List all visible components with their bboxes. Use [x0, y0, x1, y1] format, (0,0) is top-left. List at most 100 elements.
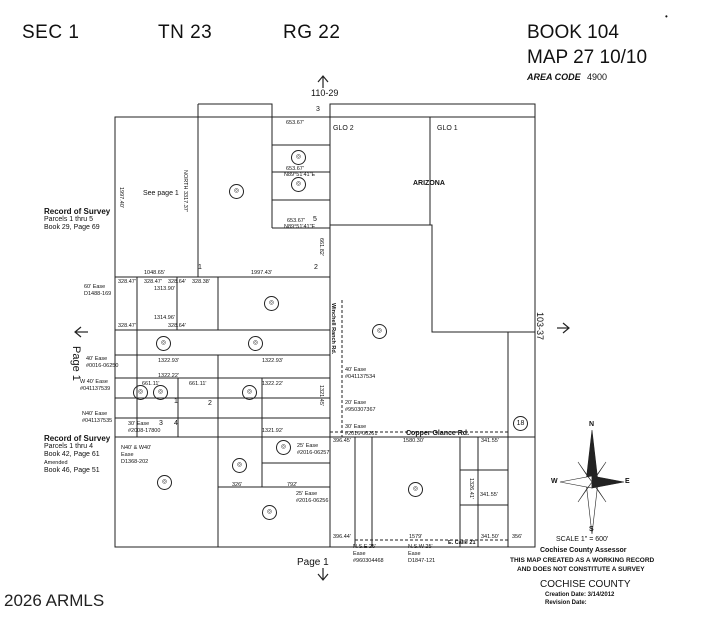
corner-mark: • — [665, 12, 668, 21]
survey-line: Book 46, Page 51 — [44, 467, 100, 474]
parcel-number: 2 — [314, 264, 318, 271]
winchell-road-label: Winchell Ranch Rd. — [330, 303, 336, 355]
north-dimension-label: NORTH 3317.37' — [182, 170, 188, 212]
survey-title: Record of Survey — [44, 207, 111, 216]
dimension-label: 661.11' — [189, 381, 207, 387]
dimension-label: 1322.22' — [158, 373, 179, 379]
area-code-value: 4900 — [587, 72, 608, 82]
parcel-marker[interactable]: ◎ — [372, 324, 387, 339]
dimension-label: 1997.40' — [118, 187, 124, 208]
dimension-label: 341.55' — [480, 492, 498, 498]
dimension-label: 328.47' — [144, 279, 162, 285]
west-neighbor-label[interactable]: Page 1 — [70, 346, 82, 381]
dimension-label: 792' — [287, 482, 298, 488]
parcel-marker[interactable]: ◎ — [408, 482, 423, 497]
dimension-label: N89°51'41"E — [284, 224, 316, 230]
area-code-label: AREA CODE — [527, 72, 581, 82]
record-of-survey-1: Record of Survey Parcels 1 thru 5 Book 2… — [44, 208, 110, 232]
survey-line: Book 42, Page 61 — [44, 451, 100, 458]
parcel-number: 2 — [208, 400, 212, 407]
dimension-label: 1997.43' — [251, 270, 272, 276]
parcel-number: 3 — [159, 420, 163, 427]
dimension-label: 1048.65' — [144, 270, 165, 276]
dimension-label: 1321.92' — [262, 428, 283, 434]
copper-glance-road-label: Copper Glance Rd. — [406, 430, 470, 437]
south-neighbor-label[interactable]: Page 1 — [297, 557, 329, 568]
parcel-marker[interactable]: ◎ — [242, 385, 257, 400]
parcel-marker[interactable]: ◎ — [248, 336, 263, 351]
dimension-label: 328.47' — [118, 279, 136, 285]
parcel-marker-18[interactable]: 18 — [513, 416, 528, 431]
parcel-marker[interactable]: ◎ — [276, 440, 291, 455]
dimension-label: 1314.96' — [154, 315, 175, 321]
dimension-label: 326' — [232, 482, 243, 488]
dimension-label: 1322.22' — [262, 381, 283, 387]
north-neighbor-label[interactable]: 110-29 — [311, 88, 339, 98]
easement-note: 30' Ease#2016-06261 — [345, 424, 378, 437]
survey-line: Parcels 1 thru 4 — [44, 443, 94, 450]
survey-line: Parcels 1 thru 5 — [44, 216, 94, 223]
dimension-label: 341.55' — [481, 438, 499, 444]
parcel-marker[interactable]: ◎ — [157, 475, 172, 490]
working-record-note: THIS MAP CREATED AS A WORKING RECORD — [510, 557, 655, 564]
easement-note: 20' Ease#950307367 — [345, 400, 376, 413]
dimension-label: 328.47' — [118, 323, 136, 329]
glo2-label: GLO 2 — [333, 125, 354, 132]
easement-note: 25' Ease#2016-06257 — [297, 443, 330, 456]
parcel-number: 5 — [313, 216, 317, 223]
working-record-note-2: AND DOES NOT CONSTITUTE A SURVEY — [517, 566, 645, 573]
dimension-label: 1580.30' — [403, 438, 424, 444]
dimension-label: 1313.90' — [154, 286, 175, 292]
easement-note: 25' Ease#2016-06256 — [296, 491, 329, 504]
dimension-label: 396.44' — [333, 534, 351, 540]
parcel-marker[interactable]: ◎ — [291, 150, 306, 165]
dimension-label: 661.82' — [318, 238, 324, 256]
survey-title: Record of Survey — [44, 434, 111, 443]
parcel-marker[interactable]: ◎ — [291, 177, 306, 192]
dimension-label: 653.67' — [286, 166, 304, 172]
watermark: 2026 ARMLS — [4, 591, 105, 610]
map-number-label: MAP 27 10/10 — [527, 47, 648, 68]
parcel-number: 4 — [174, 420, 178, 427]
parcel-marker[interactable]: ◎ — [264, 296, 279, 311]
county-label: COCHISE COUNTY — [540, 579, 631, 590]
calle-21-road-label: E. Calle 21 — [448, 540, 476, 546]
parcel-marker[interactable]: ◎ — [156, 336, 171, 351]
dimension-label: 653.67' — [287, 218, 305, 224]
township-label: TN 23 — [158, 22, 213, 43]
section-label: SEC 1 — [22, 22, 80, 43]
compass-n: N — [589, 421, 595, 428]
dimension-label: 1322.93' — [158, 358, 179, 364]
revision-date: Revision Date: — [545, 600, 587, 606]
parcel-number: 1 — [174, 398, 178, 405]
dimension-label: 396.45' — [333, 438, 351, 444]
compass-w: W — [551, 478, 558, 485]
glo1-label: GLO 1 — [437, 125, 458, 132]
parcel-marker[interactable]: ◎ — [262, 505, 277, 520]
easement-note: 40' Ease#0016-06250 — [86, 356, 119, 369]
arizona-label: ARIZONA — [413, 180, 445, 187]
book-label: BOOK 104 — [527, 22, 619, 43]
dimension-label: 1579' — [409, 534, 423, 540]
parcel-marker[interactable]: ◎ — [229, 184, 244, 199]
easement-note: 30' Ease#2008-17800 — [128, 421, 161, 434]
dimension-label: 328.64' — [168, 279, 186, 285]
creation-date: Creation Date: 3/14/2012 — [545, 592, 615, 598]
east-neighbor-label[interactable]: 103-37 — [535, 312, 545, 341]
easement-note: N.S.E 25'Ease#960304468 — [353, 544, 384, 564]
parcel-marker[interactable]: ◎ — [232, 458, 247, 473]
scale-label: SCALE 1" = 600' — [556, 536, 609, 543]
parcel-number: 1 — [198, 264, 202, 271]
dimension-label: 1326.41' — [468, 478, 474, 499]
dimension-label: 328.64' — [168, 323, 186, 329]
dimension-label: 328.38' — [192, 279, 210, 285]
parcel-number: 3 — [316, 106, 320, 113]
survey-line: Book 29, Page 69 — [44, 224, 100, 231]
survey-line: Amended — [44, 460, 68, 466]
parcel-marker[interactable]: ◎ — [153, 385, 168, 400]
dimension-label: 341.50' — [481, 534, 499, 540]
parcel-marker[interactable]: ◎ — [133, 385, 148, 400]
